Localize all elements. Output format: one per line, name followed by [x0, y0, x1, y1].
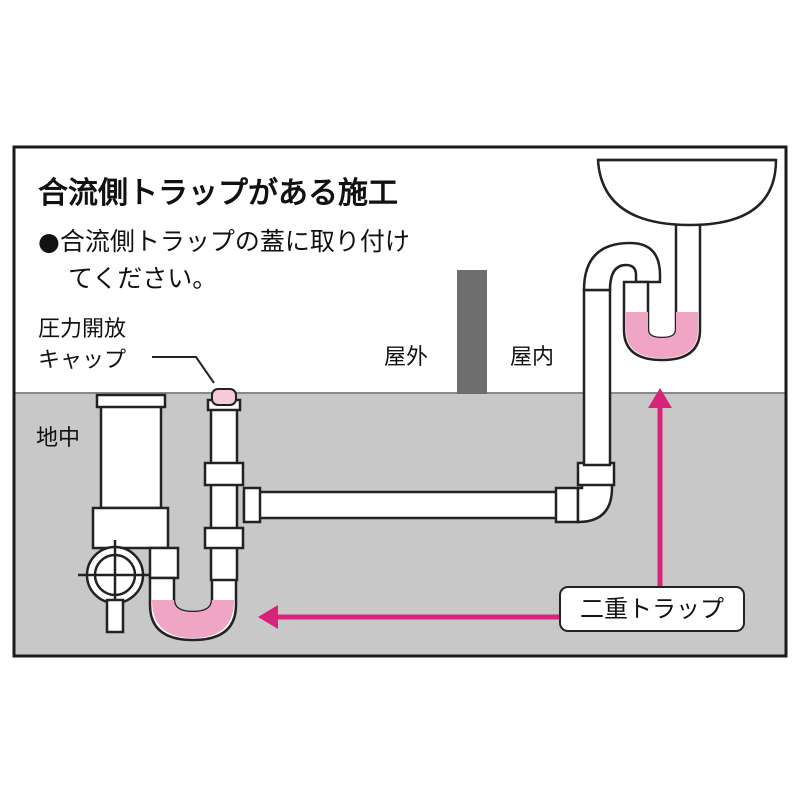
indoor-label: 屋内 [510, 345, 554, 370]
double-trap-callout: 二重トラップ [580, 595, 724, 623]
pressure-cap-leader [152, 356, 215, 384]
horizontal-drain-pipe [242, 461, 616, 524]
merge-pipe-assembly [78, 393, 238, 642]
outdoor-label: 屋外 [384, 345, 428, 370]
double-trap-arrows [258, 388, 672, 629]
note-bullet: ● [38, 227, 60, 256]
underground-label: 地中 [36, 426, 80, 451]
left-trap-water [152, 600, 234, 638]
note-line-1: ●合流側トラップの蓋に取り付け [38, 227, 410, 256]
outer-wall [457, 270, 487, 394]
note-text-1: 合流側トラップの蓋に取り付け [60, 227, 410, 256]
sink-trap-water [626, 312, 698, 358]
diagram-title: 合流側トラップがある施工 [38, 176, 398, 211]
sink-drain-pipe [582, 218, 702, 467]
vent-riser [203, 398, 245, 582]
double-trap-callout-box [559, 586, 745, 632]
pressure-release-cap [211, 388, 237, 406]
sink-basin [596, 158, 778, 227]
pressure-cap-label-line-2: キャップ [38, 348, 126, 373]
pressure-cap-label-line-1: 圧力開放 [38, 317, 126, 342]
outer-frame [12, 145, 788, 658]
note-line-2: てください。 [68, 264, 217, 293]
